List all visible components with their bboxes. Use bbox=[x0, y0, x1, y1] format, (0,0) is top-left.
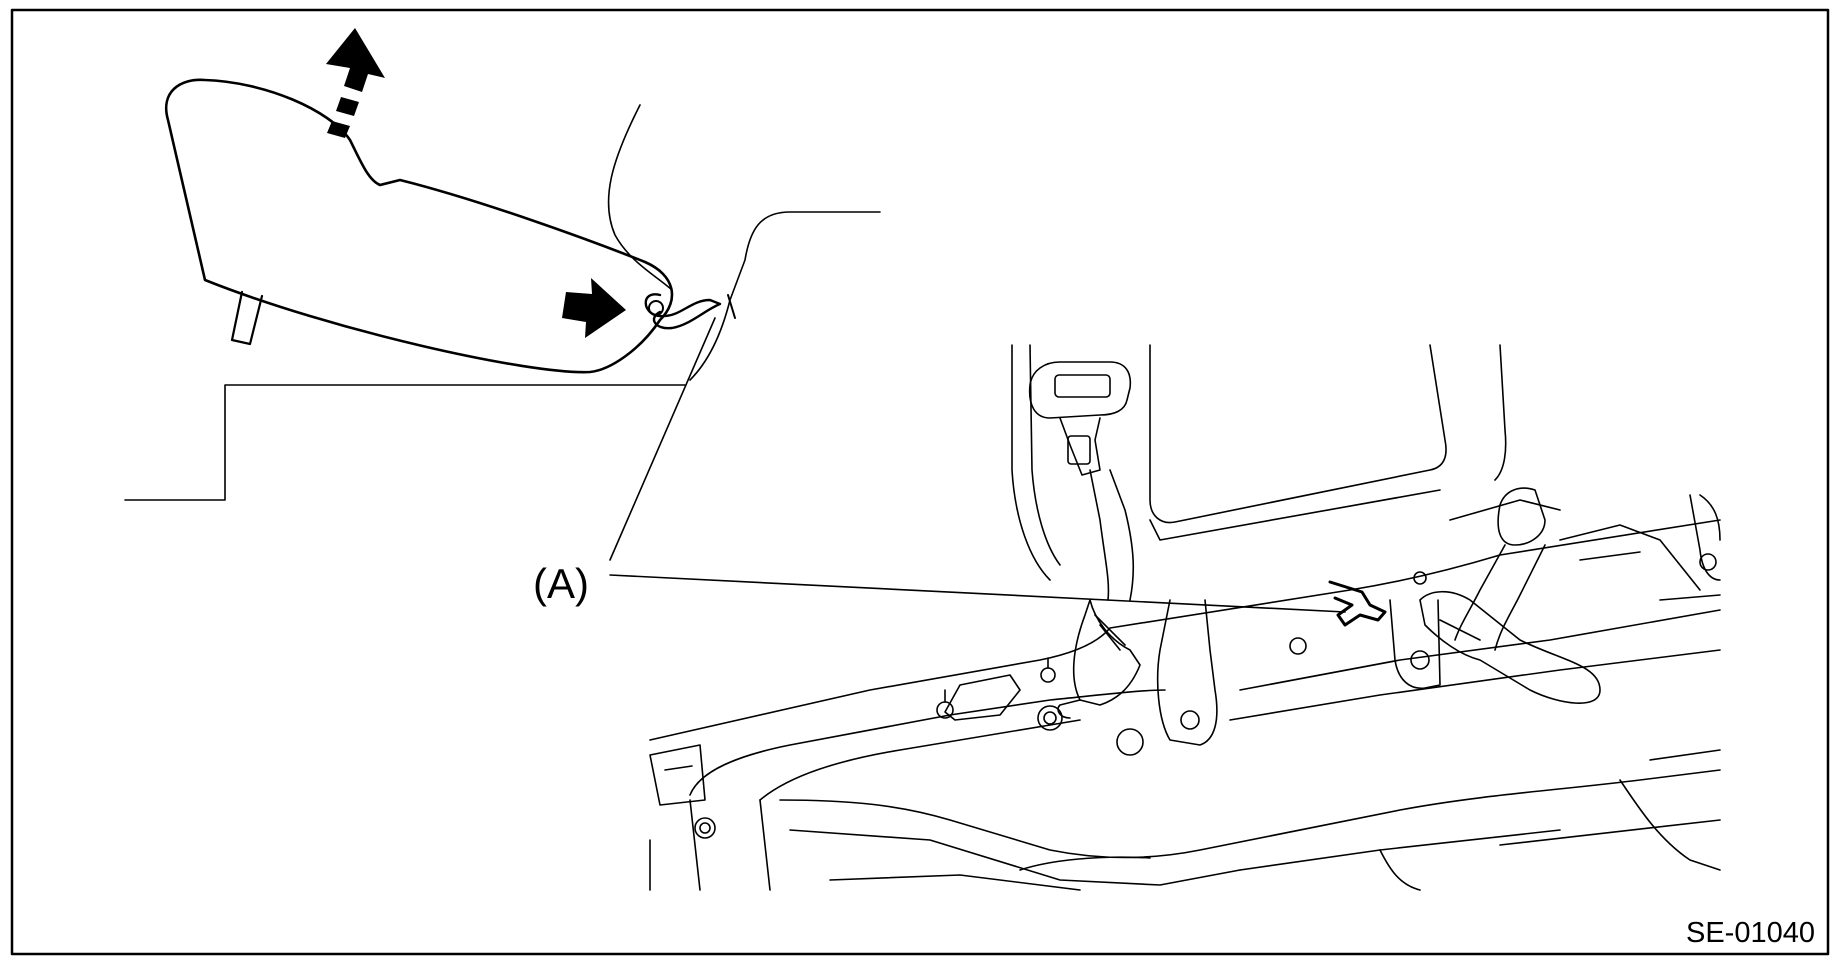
figure-id-label: SE-01040 bbox=[1686, 917, 1815, 949]
rear-panel-curve bbox=[607, 104, 673, 291]
seat-hook-icon bbox=[644, 293, 736, 330]
seat-cushion-detail bbox=[124, 28, 881, 501]
push-arrow-icon bbox=[562, 278, 626, 338]
right-seat-belt bbox=[1419, 487, 1601, 704]
cushion-leg bbox=[230, 290, 264, 346]
seat-belt-buckle-icon bbox=[1028, 361, 1135, 601]
floor-step-outline bbox=[124, 384, 686, 501]
up-arrow-icon bbox=[326, 28, 385, 138]
seat-hook-a bbox=[1328, 580, 1387, 627]
floor-panel-front bbox=[649, 519, 1721, 741]
rear-floor-view bbox=[649, 344, 1721, 891]
figure-frame bbox=[10, 8, 1830, 956]
seat-back-frame bbox=[1011, 344, 1051, 581]
callout-a-label: (A) bbox=[533, 560, 589, 607]
callout-leader-lines bbox=[609, 317, 1346, 613]
rear-panel-edge bbox=[689, 211, 881, 381]
seat-cushion-outline bbox=[165, 78, 674, 374]
